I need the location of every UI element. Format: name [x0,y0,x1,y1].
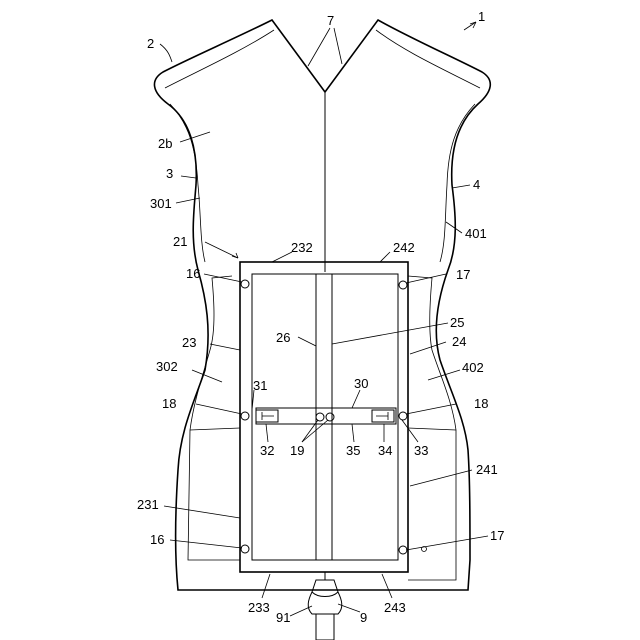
screw-19-b [326,413,334,421]
torso-outline [154,20,490,590]
label-24: 24 [452,334,466,349]
label-17-bottom: 17 [490,528,504,543]
label-301: 301 [150,196,172,211]
label-2b: 2b [158,136,172,151]
stand-collar [312,592,338,597]
screw-17-bottom [399,546,407,554]
label-3: 3 [166,166,173,181]
label-25: 25 [450,315,464,330]
screws [241,280,427,554]
label-233: 233 [248,600,270,615]
label-241: 241 [476,462,498,477]
label-243: 243 [384,600,406,615]
label-35: 35 [346,443,360,458]
label-16-bottom: 16 [150,532,164,547]
label-31: 31 [253,378,267,393]
screw-17-top [399,281,407,289]
screw-18-left [241,412,249,420]
label-401: 401 [465,226,487,241]
screw-19-a [316,413,324,421]
label-21: 21 [173,234,187,249]
label-19: 19 [290,443,304,458]
buckle-34-detail [376,412,388,420]
leader-lines [160,22,488,616]
buckle-32-detail [262,412,274,420]
label-26: 26 [276,330,290,345]
label-232: 232 [291,240,313,255]
label-242: 242 [393,240,415,255]
label-7: 7 [327,13,334,28]
label-32: 32 [260,443,274,458]
label-17-top: 17 [456,267,470,282]
label-91: 91 [276,610,290,625]
label-4: 4 [473,177,480,192]
screw-16-top [241,280,249,288]
stand-pole [316,614,334,640]
label-30: 30 [354,376,368,391]
label-23: 23 [182,335,196,350]
left-hip-line [190,428,240,430]
right-shoulder-inner [376,30,480,88]
label-16-top: 16 [186,266,200,281]
frame-21-inner [252,274,398,560]
screw-18-right [399,412,407,420]
label-18-right: 18 [474,396,488,411]
label-18-left: 18 [162,396,176,411]
left-panel-302 [188,276,240,560]
label-9: 9 [360,610,367,625]
label-231: 231 [137,497,159,512]
label-2: 2 [147,36,154,51]
label-33: 33 [414,443,428,458]
label-302: 302 [156,359,178,374]
label-402: 402 [462,360,484,375]
left-shoulder-inner [165,30,274,88]
right-hip-line [408,428,456,430]
label-1: 1 [478,9,485,24]
label-34: 34 [378,443,392,458]
screw-16-bottom [241,545,249,553]
